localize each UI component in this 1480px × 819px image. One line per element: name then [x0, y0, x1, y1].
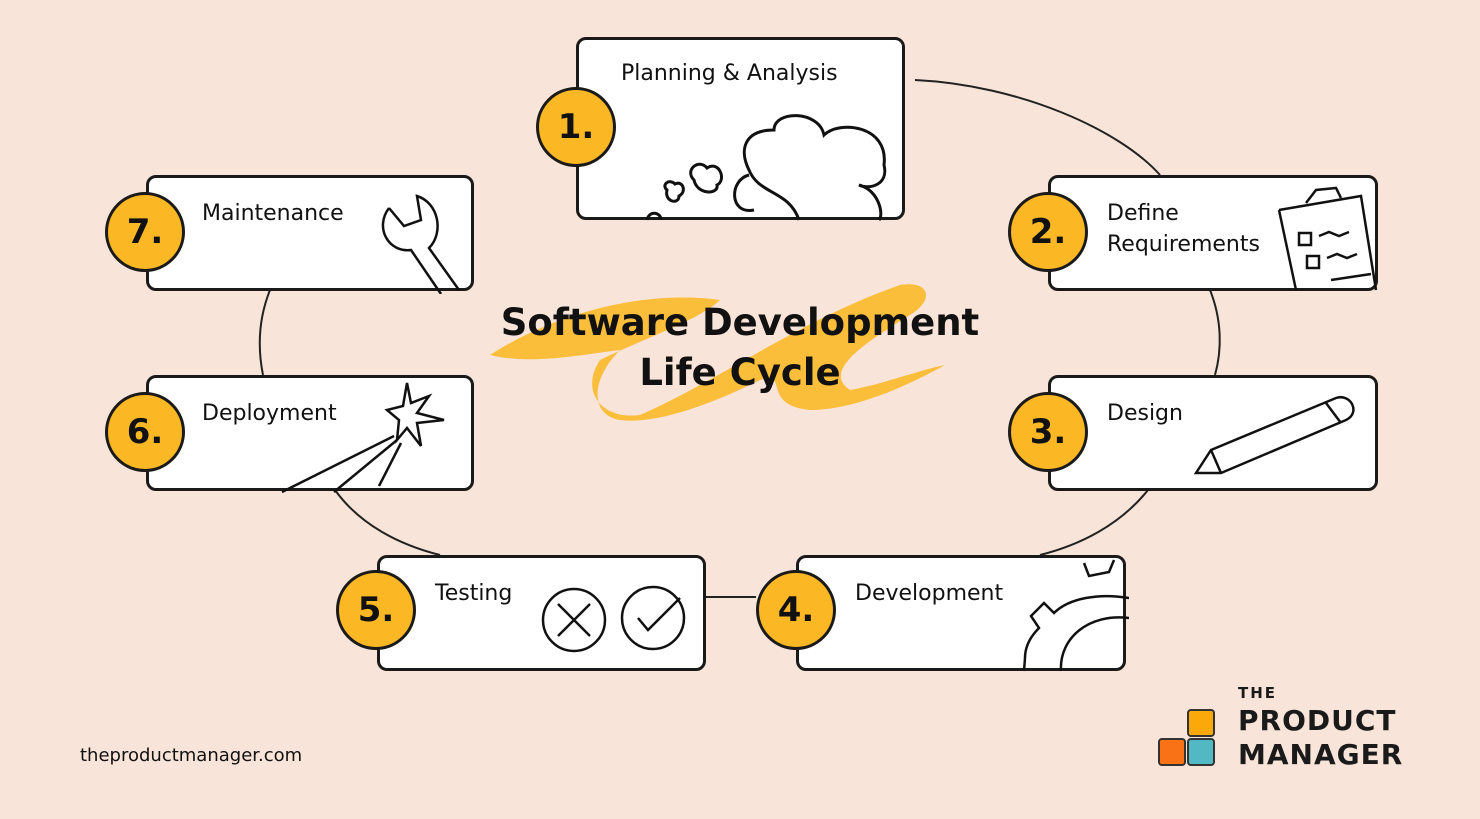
step-card-maintenance: Maintenance — [146, 175, 474, 294]
title-line-2: Life Cycle — [639, 351, 841, 394]
wrench-icon — [381, 194, 461, 294]
thought-cloud-icon — [645, 114, 887, 222]
brush-stroke-decoration — [490, 284, 945, 421]
step-label: Maintenance — [202, 201, 344, 226]
logo-text-product: PRODUCT — [1238, 704, 1397, 737]
logo-text-manager: MANAGER — [1238, 738, 1404, 771]
logo-square-teal — [1187, 738, 1215, 766]
logo-square-yellow — [1187, 709, 1215, 737]
step-label: Define Requirements — [1107, 201, 1260, 257]
gear-icon — [1022, 559, 1129, 672]
step-card-planning: Planning & Analysis — [576, 37, 905, 222]
diagram-title: Software Development Life Cycle — [440, 298, 1040, 398]
step-label: Development — [855, 581, 1004, 606]
step-card-deployment: Deployment — [146, 375, 474, 494]
pencil-icon — [1193, 395, 1355, 475]
step-number-badge: 4. — [756, 570, 836, 650]
step-number-badge: 2. — [1008, 192, 1088, 272]
step-label: Design — [1107, 401, 1183, 426]
logo-square-orange — [1158, 738, 1186, 766]
step-number-badge: 7. — [105, 192, 185, 272]
cross-and-check-icon — [541, 585, 686, 653]
launch-star-icon — [281, 382, 445, 494]
step-label: Planning & Analysis — [621, 61, 838, 86]
logo-text-the: THE — [1238, 684, 1278, 702]
step-card-design: Design — [1048, 375, 1378, 491]
step-number-badge: 1. — [536, 87, 616, 167]
clipboard-checklist-icon — [1277, 186, 1378, 291]
step-card-development: Development — [796, 555, 1129, 672]
step-label: Deployment — [202, 401, 337, 426]
step-card-testing: Testing — [377, 555, 706, 671]
step-number-badge: 3. — [1008, 392, 1088, 472]
step-number-badge: 6. — [105, 392, 185, 472]
step-card-define-requirements: Define Requirements — [1048, 175, 1378, 291]
title-line-1: Software Development — [500, 301, 980, 344]
step-number-badge: 5. — [336, 570, 416, 650]
step-label: Testing — [435, 581, 513, 606]
website-url[interactable]: theproductmanager.com — [80, 745, 303, 766]
